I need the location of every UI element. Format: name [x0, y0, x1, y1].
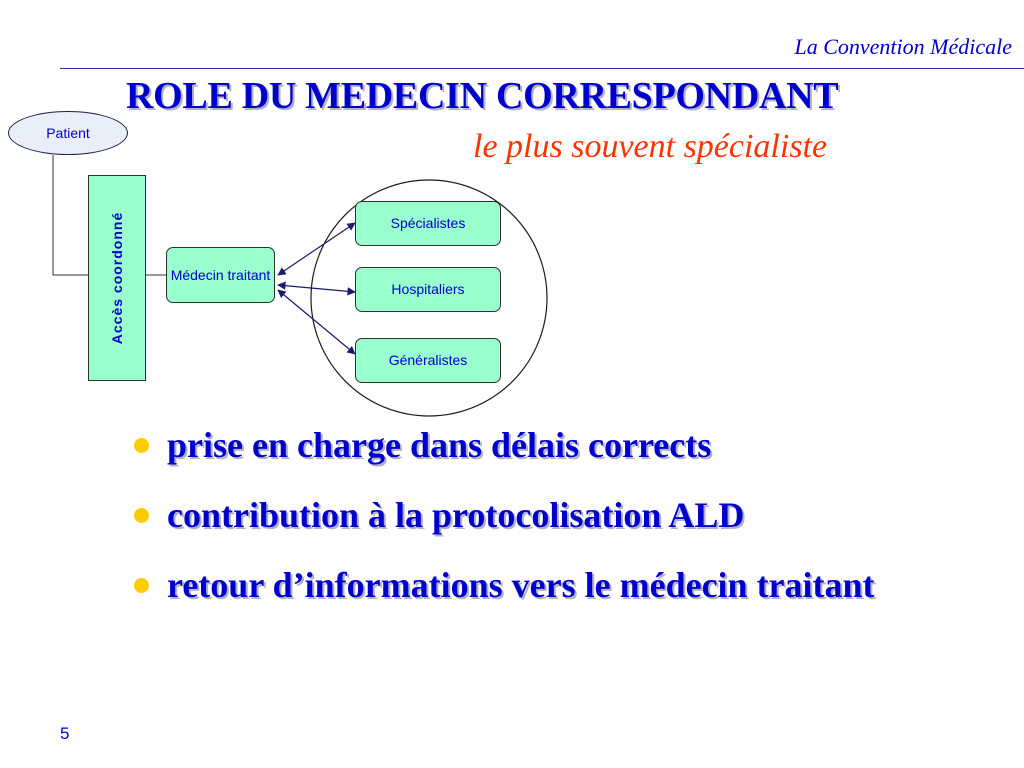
generalistes-node: Généralistes: [355, 338, 501, 383]
arrow-specialistes: [277, 222, 356, 276]
bullet-text: contribution à la protocolisation ALD: [167, 495, 745, 535]
bullet-dot-icon: [134, 508, 149, 523]
arrow-generalistes: [277, 289, 356, 355]
header-title: La Convention Médicale: [794, 34, 1012, 59]
bullet-item: prise en charge dans délais corrects: [130, 422, 930, 468]
slide-subtitle: le plus souvent spécialiste: [473, 128, 828, 165]
bullet-item: retour d’informations vers le médecin tr…: [130, 562, 930, 608]
acces-coordonne-node: Accès coordonné: [88, 175, 146, 381]
patient-to-acces-line: [52, 155, 88, 276]
hospitaliers-node: Hospitaliers: [355, 267, 501, 312]
bullet-dot-icon: [134, 438, 149, 453]
header-divider: [60, 68, 1024, 69]
specialistes-node: Spécialistes: [355, 201, 501, 246]
patient-node: Patient: [8, 111, 128, 155]
bullet-text: prise en charge dans délais corrects: [167, 425, 712, 465]
page-number: 5: [60, 724, 70, 743]
acces-coordonne-label: Accès coordonné: [109, 211, 126, 345]
bullet-item: contribution à la protocolisation ALD: [130, 492, 930, 538]
slide-title: ROLE DU MEDECIN CORRESPONDANT: [126, 75, 839, 117]
arrow-hospitaliers: [277, 281, 356, 296]
bullet-dot-icon: [134, 578, 149, 593]
medecin-traitant-node: Médecin traitant: [166, 247, 275, 303]
bullet-list: prise en charge dans délais corrects con…: [130, 422, 930, 632]
bullet-text: retour d’informations vers le médecin tr…: [167, 565, 875, 605]
